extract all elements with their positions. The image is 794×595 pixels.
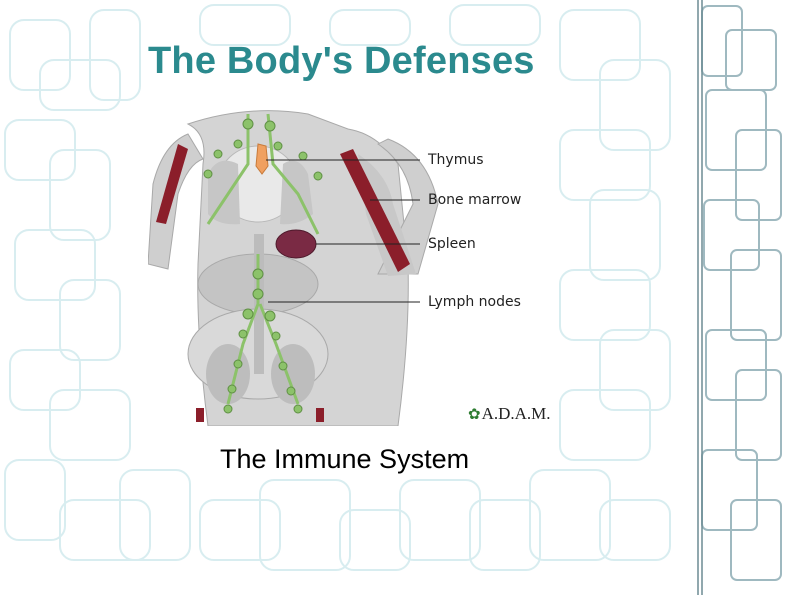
label-lymph-nodes: Lymph nodes [428,294,521,310]
label-bone-marrow: Bone marrow [428,192,522,208]
adam-watermark: ✿A.D.A.M. [468,404,551,424]
label-thymus: Thymus [428,152,484,168]
slide-title: The Body's Defenses [148,40,535,82]
immune-system-figure: Thymus Bone marrow Spleen Lymph nodes ✿A… [148,104,551,426]
label-spleen: Spleen [428,236,476,252]
leaf-icon: ✿ [468,407,481,423]
adam-watermark-text: A.D.A.M. [481,404,551,423]
anatomy-illustration [148,110,439,426]
figure-caption: The Immune System [220,444,470,474]
decorative-border-strip [696,0,794,595]
